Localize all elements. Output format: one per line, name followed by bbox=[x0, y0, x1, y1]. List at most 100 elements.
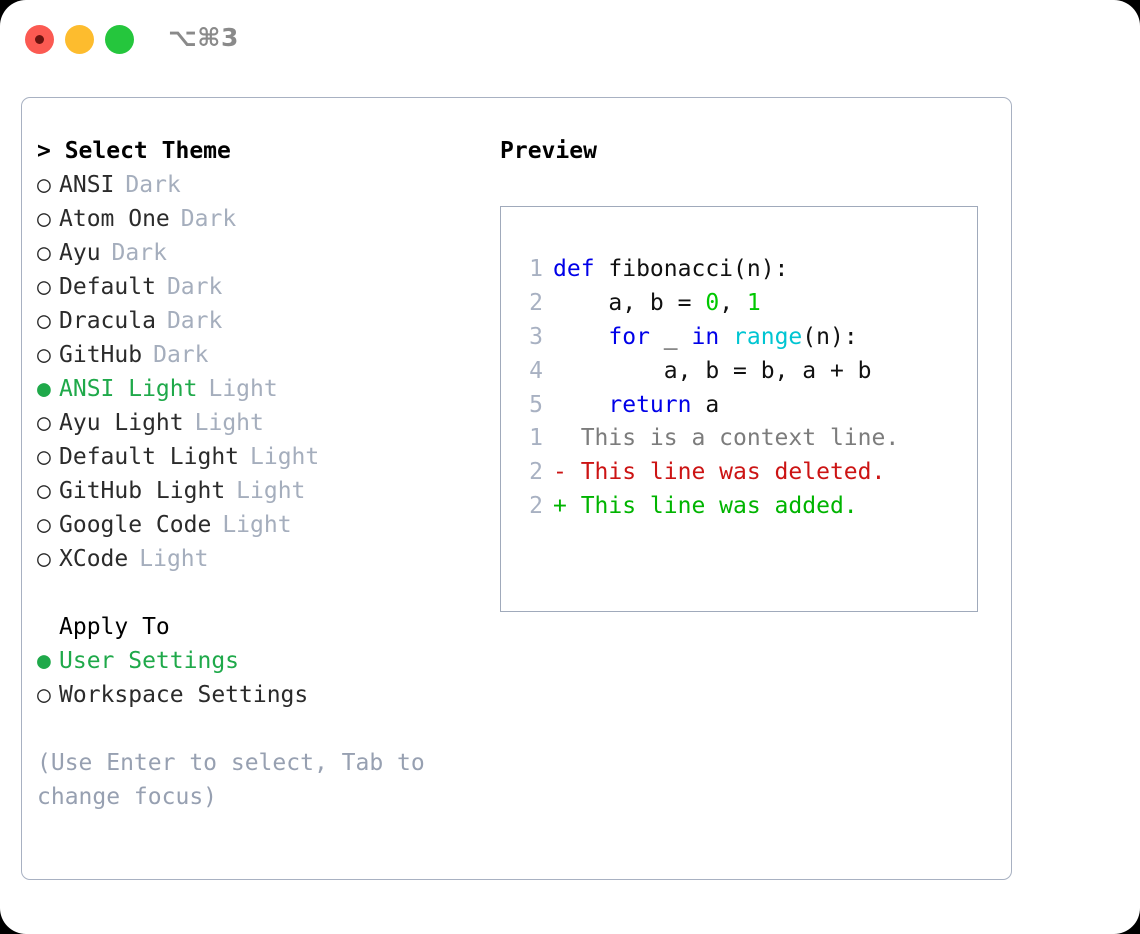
code-line-number: 2 bbox=[529, 290, 543, 316]
theme-variant-label: Dark bbox=[166, 308, 223, 334]
radio-unselected-icon: ○ bbox=[37, 308, 51, 334]
apply-to-heading: Apply To bbox=[59, 614, 170, 640]
code-token-pl: (n): bbox=[802, 324, 858, 350]
code-line-number: 3 bbox=[529, 324, 543, 350]
diff-line: 2- This line was deleted. bbox=[515, 455, 899, 489]
apply-to-option-user-settings[interactable]: ●User Settings bbox=[37, 644, 487, 678]
code-line: 2 a, b = 0, 1 bbox=[515, 286, 872, 320]
diff-line-text: This is a context line. bbox=[553, 425, 900, 451]
diff-line-number: 2 bbox=[529, 459, 543, 485]
theme-variant-label: Light bbox=[222, 512, 292, 538]
code-token-num: 0 bbox=[705, 290, 720, 316]
theme-variant-label: Dark bbox=[166, 274, 223, 300]
select-theme-heading: > Select Theme bbox=[37, 138, 231, 164]
code-token-pl bbox=[553, 324, 608, 350]
code-token-kw: def bbox=[553, 256, 595, 282]
apply-to-option-workspace-settings[interactable]: ○ Workspace Settings bbox=[37, 678, 487, 712]
code-token-pl: fibonacci(n): bbox=[594, 256, 789, 282]
code-token-kw: in bbox=[691, 324, 720, 350]
theme-name-label: Ayu Light bbox=[59, 410, 184, 436]
theme-name-label: ANSI bbox=[59, 172, 115, 198]
radio-unselected-icon: ○ bbox=[37, 546, 51, 572]
theme-variant-label: Light bbox=[139, 546, 209, 572]
code-token-pl: a, b = b, a + b bbox=[553, 358, 872, 384]
code-line-number: 1 bbox=[529, 256, 543, 282]
code-token-kw: for bbox=[608, 324, 650, 350]
code-token-pl: a bbox=[691, 392, 720, 418]
theme-variant-label: Dark bbox=[180, 206, 237, 232]
theme-name-label: XCode bbox=[59, 546, 129, 572]
code-line-number: 5 bbox=[529, 392, 543, 418]
theme-option-default[interactable]: ○ Default Dark bbox=[37, 270, 487, 304]
radio-selected-icon: ● bbox=[37, 648, 51, 674]
code-line: 3 for _ in range(n): bbox=[515, 320, 872, 354]
title-bar: ⌥⌘3 bbox=[0, 0, 1140, 78]
apply-to-section: Apply To ●User Settings ○ Workspace Settin… bbox=[37, 610, 487, 712]
code-line: 4 a, b = b, a + b bbox=[515, 354, 872, 388]
code-line-text: return a bbox=[543, 388, 719, 422]
diff-line-text: + This line was added. bbox=[553, 493, 858, 519]
code-line-text: def fibonacci(n): bbox=[543, 252, 788, 286]
code-line-number: 4 bbox=[529, 358, 543, 384]
code-line-text: a, b = 0, 1 bbox=[543, 286, 760, 320]
radio-unselected-icon: ○ bbox=[37, 342, 51, 368]
radio-unselected-icon: ○ bbox=[37, 274, 51, 300]
code-line-text: for _ in range(n): bbox=[543, 320, 858, 354]
code-token-pl bbox=[719, 324, 733, 350]
radio-selected-icon: ● bbox=[37, 376, 51, 402]
theme-name-label: GitHub bbox=[59, 342, 143, 368]
code-token-kw: return bbox=[608, 392, 692, 418]
diff-sample: 1 This is a context line.2- This line wa… bbox=[515, 421, 899, 523]
diff-line: 2 + This line was added. bbox=[515, 489, 899, 523]
window-minimize-button[interactable] bbox=[65, 25, 94, 54]
theme-option-ayu-light[interactable]: ○ Ayu Light Light bbox=[37, 406, 487, 440]
code-token-pl bbox=[553, 392, 608, 418]
theme-name-label: Default Light bbox=[59, 444, 240, 470]
shortcut-label: ⌥⌘3 bbox=[168, 23, 239, 52]
theme-variant-label: Light bbox=[208, 376, 278, 402]
radio-unselected-icon: ○ bbox=[37, 172, 51, 198]
code-token-pl: _ bbox=[649, 324, 692, 350]
theme-variant-label: Light bbox=[236, 478, 306, 504]
theme-option-xcode[interactable]: ○ XCode Light bbox=[37, 542, 487, 576]
window-maximize-button[interactable] bbox=[105, 25, 134, 54]
code-token-pl: , bbox=[719, 290, 747, 316]
theme-option-ansi-light[interactable]: ● ANSI Light Light bbox=[37, 372, 487, 406]
code-token-pl: a, b = bbox=[553, 290, 706, 316]
apply-to-list[interactable]: ●User Settings ○ Workspace Settings bbox=[37, 644, 487, 712]
theme-variant-label: Light bbox=[194, 410, 264, 436]
diff-line-number: 2 bbox=[529, 493, 543, 519]
radio-unselected-icon: ○ bbox=[37, 682, 51, 708]
radio-unselected-icon: ○ bbox=[37, 444, 51, 470]
code-token-fn: range bbox=[733, 324, 803, 350]
radio-unselected-icon: ○ bbox=[37, 240, 51, 266]
theme-name-label: Google Code bbox=[59, 512, 212, 538]
recording-indicator-icon bbox=[35, 35, 44, 44]
code-line: 5 return a bbox=[515, 388, 872, 422]
theme-variant-label: Dark bbox=[111, 240, 167, 266]
keyboard-hint-text: (Use Enter to select, Tab to change focu… bbox=[37, 750, 439, 810]
code-line-text: a, b = b, a + b bbox=[543, 354, 872, 388]
apply-to-label: Workspace Settings bbox=[59, 682, 309, 708]
radio-unselected-icon: ○ bbox=[37, 478, 51, 504]
theme-name-label: ANSI Light bbox=[59, 376, 198, 402]
theme-name-label: Ayu bbox=[59, 240, 101, 266]
theme-name-label: Default bbox=[59, 274, 156, 300]
theme-option-ayu[interactable]: ○ Ayu Dark bbox=[37, 236, 487, 270]
radio-unselected-icon: ○ bbox=[37, 410, 51, 436]
